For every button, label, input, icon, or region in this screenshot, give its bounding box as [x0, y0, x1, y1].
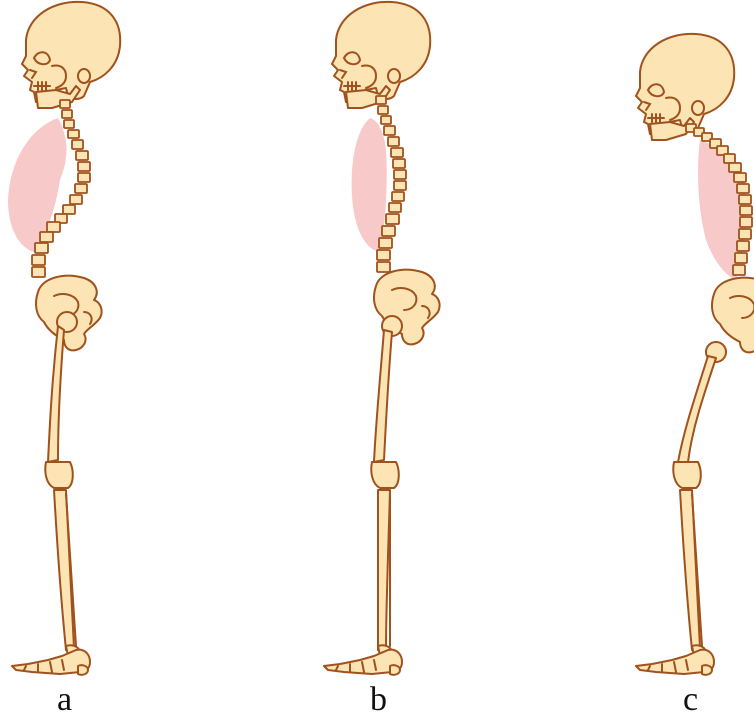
foot-b	[324, 650, 402, 675]
panel-label-b: b	[370, 683, 387, 717]
skull-c	[636, 34, 734, 140]
skeleton-c	[636, 34, 754, 675]
panel-label-c: c	[683, 683, 698, 717]
skeleton-a	[8, 2, 120, 675]
leg-b	[371, 316, 402, 656]
foot-c	[636, 650, 714, 675]
panel-label-a: a	[57, 683, 72, 717]
foot-a	[12, 650, 90, 675]
skull-a	[22, 2, 120, 108]
pelvis-c	[712, 278, 754, 353]
leg-a	[45, 312, 80, 656]
leg-c	[673, 342, 726, 656]
skull-b	[332, 2, 430, 108]
skeleton-b	[324, 2, 440, 675]
